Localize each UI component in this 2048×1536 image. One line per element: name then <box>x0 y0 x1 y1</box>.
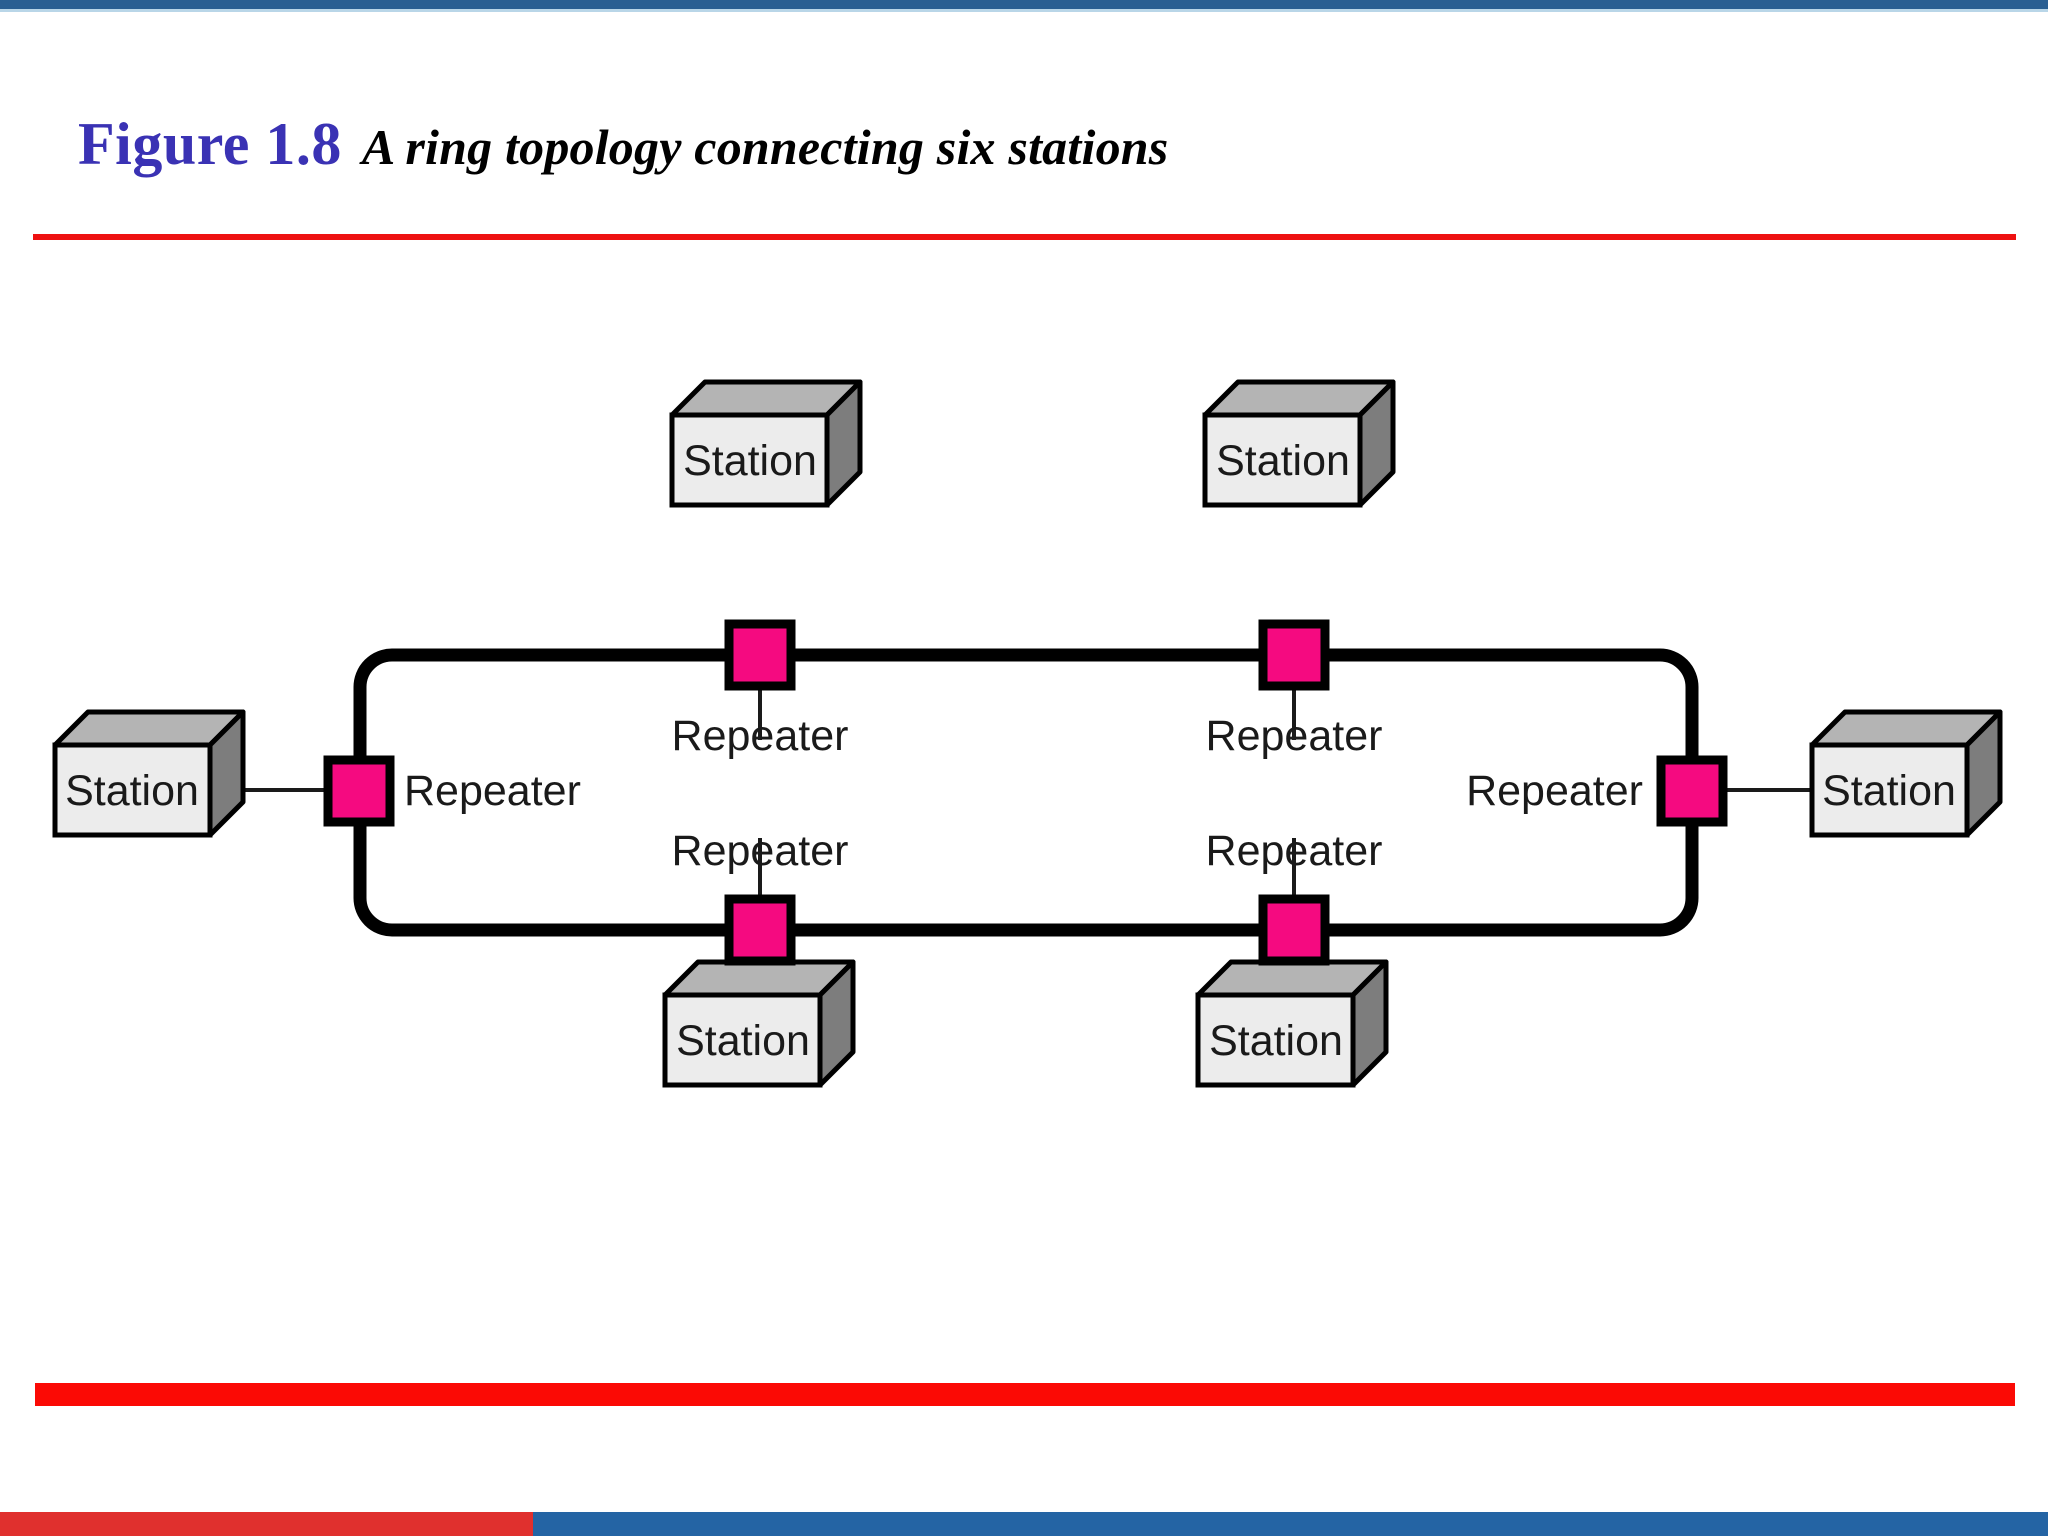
figure-number: Figure 1.8 <box>78 111 342 177</box>
slide-top-hairline <box>0 9 2048 12</box>
station-front-face <box>1202 412 1363 508</box>
station-front-face <box>1809 742 1970 838</box>
repeater-label: Repeater <box>1206 712 1383 760</box>
repeater-label: Repeater <box>672 712 849 760</box>
repeater-square[interactable] <box>724 894 796 966</box>
repeater-right[interactable]: Repeater <box>1466 755 1728 827</box>
station-front-face <box>52 742 213 838</box>
repeater-square[interactable] <box>1258 619 1330 691</box>
repeater-square[interactable] <box>1656 755 1728 827</box>
repeater-label: Repeater <box>672 827 849 875</box>
figure-caption: A ring topology connecting six stations <box>361 119 1169 175</box>
footer-strip <box>0 1512 2048 1536</box>
bottom-red-bar <box>35 1383 2015 1406</box>
station-left: Station <box>52 709 246 838</box>
slide-top-rule <box>0 0 2048 9</box>
footer-red-segment <box>0 1512 533 1536</box>
ring-topology-diagram: Station Station Station Station Station … <box>0 260 2048 1360</box>
repeater-bottom-right[interactable]: Repeater <box>1206 827 1383 966</box>
station-label: Station <box>65 767 199 815</box>
station-top-left: Station <box>669 379 863 508</box>
repeater-square[interactable] <box>323 755 395 827</box>
station-label: Station <box>676 1017 810 1065</box>
station-front-face <box>1195 992 1356 1088</box>
station-top-right: Station <box>1202 379 1396 508</box>
station-bottom-right: Station <box>1195 959 1389 1088</box>
repeater-left[interactable]: Repeater <box>323 755 581 827</box>
station-label: Station <box>683 437 817 485</box>
station-label: Station <box>1209 1017 1343 1065</box>
station-label: Station <box>1822 767 1956 815</box>
footer-blue-segment <box>533 1512 2048 1536</box>
repeater-square[interactable] <box>1258 894 1330 966</box>
figure-title: Figure 1.8 A ring topology connecting six… <box>78 110 1168 179</box>
title-underline <box>33 234 2016 240</box>
repeater-label: Repeater <box>1206 827 1383 875</box>
repeater-bottom-left[interactable]: Repeater <box>672 827 849 966</box>
station-front-face <box>669 412 830 508</box>
repeater-label: Repeater <box>1466 767 1643 815</box>
repeater-label: Repeater <box>404 767 581 815</box>
station-bottom-left: Station <box>662 959 856 1088</box>
station-label: Station <box>1216 437 1350 485</box>
repeater-top-left[interactable]: Repeater <box>672 619 849 760</box>
station-right: Station <box>1809 709 2003 838</box>
repeater-top-right[interactable]: Repeater <box>1206 619 1383 760</box>
repeater-square[interactable] <box>724 619 796 691</box>
station-front-face <box>662 992 823 1088</box>
